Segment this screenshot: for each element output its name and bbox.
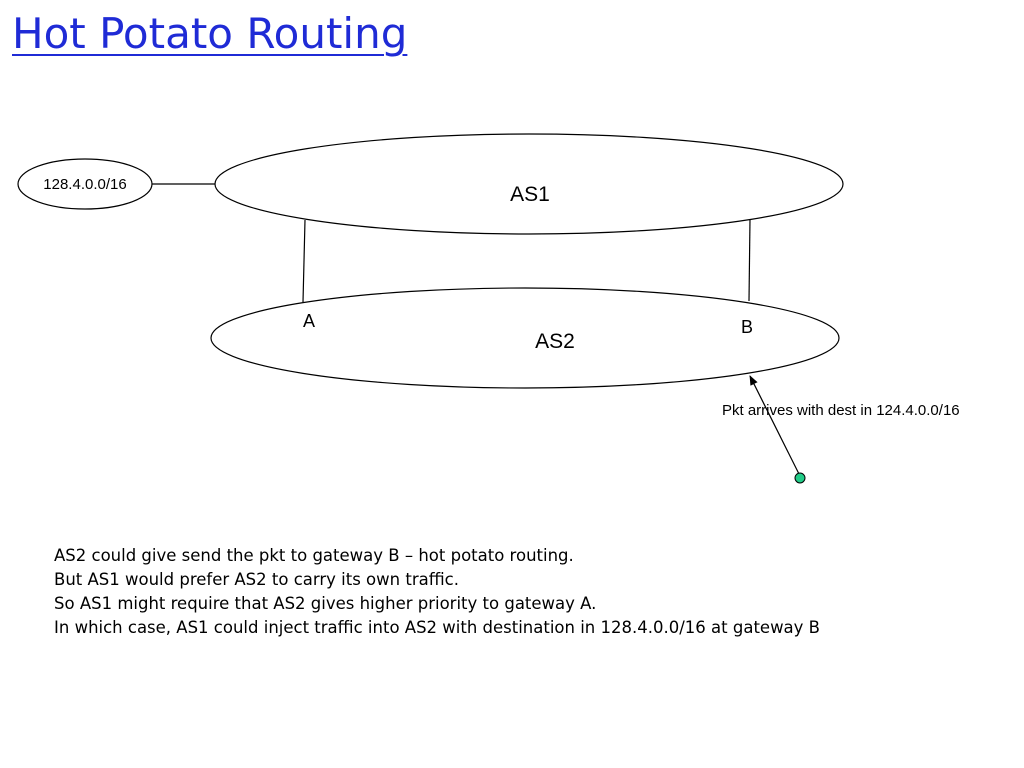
as2-ellipse (210, 287, 840, 389)
as1-label: AS1 (510, 183, 550, 206)
link-as1-gateway-a (302, 219, 306, 303)
explanation-text: AS2 could give send the pkt to gateway B… (54, 544, 1014, 640)
explanation-line-3: So AS1 might require that AS2 gives high… (54, 594, 597, 613)
packet-source-dot (794, 472, 806, 484)
slide-title: Hot Potato Routing (12, 9, 408, 58)
explanation-line-1: AS2 could give send the pkt to gateway B… (54, 546, 574, 565)
prefix-node-label: 128.4.0.0/16 (43, 176, 126, 193)
as2-label: AS2 (535, 330, 575, 353)
packet-arrow (749, 375, 801, 477)
gateway-b-label: B (741, 317, 753, 337)
explanation-line-4: In which case, AS1 could inject traffic … (54, 618, 821, 637)
as1-ellipse (214, 133, 844, 235)
gateway-a-label: A (303, 311, 315, 331)
packet-note: Pkt arrives with dest in 124.4.0.0/16 (722, 402, 960, 419)
explanation-line-2: But AS1 would prefer AS2 to carry its ow… (54, 570, 459, 589)
link-as1-gateway-b (748, 218, 751, 302)
